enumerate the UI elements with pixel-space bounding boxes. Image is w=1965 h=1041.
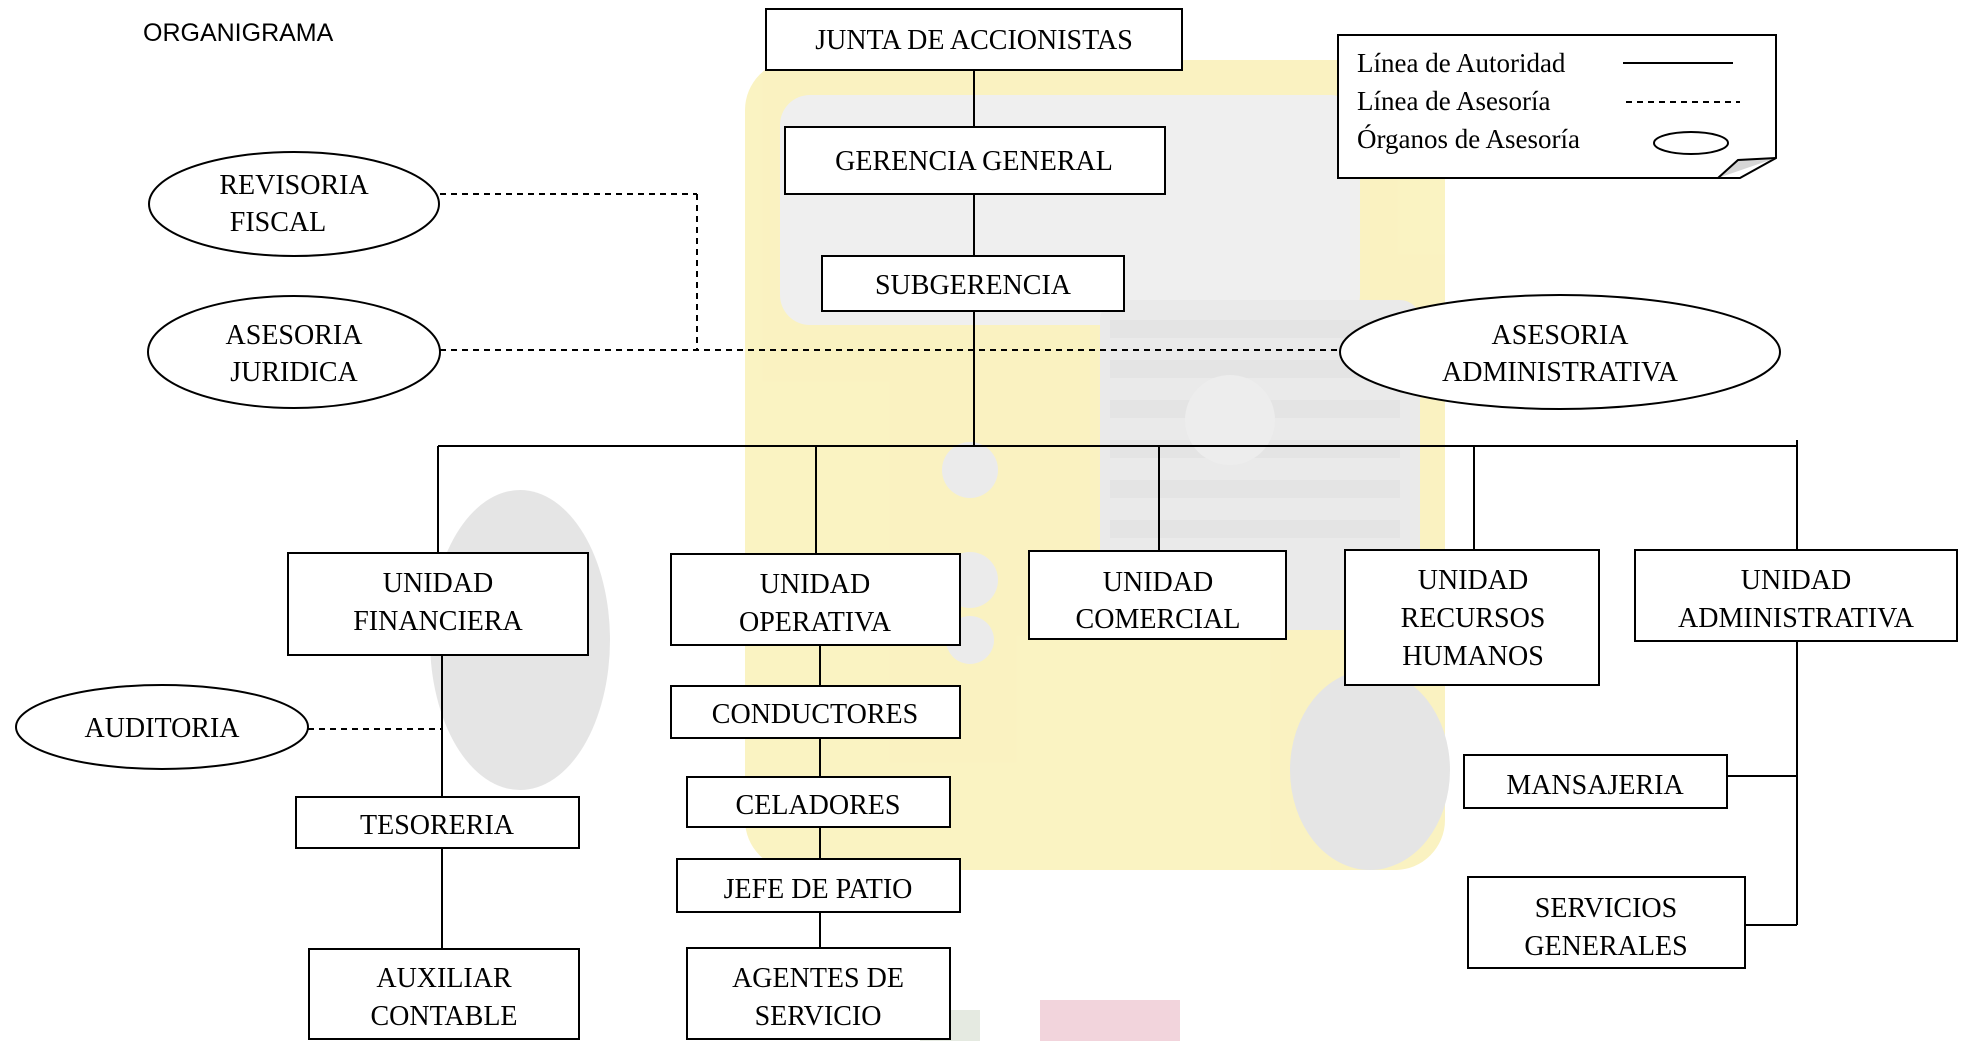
node-unidad-operativa: UNIDAD OPERATIVA [670,553,961,646]
node-servicios-generales: SERVICIOS GENERALES [1467,876,1746,969]
node-unidad-comercial: UNIDAD COMERCIAL [1028,550,1287,640]
asesoria-juridica-line-1: ASESORIA [226,320,364,351]
node-subgerencia: SUBGERENCIA [821,255,1125,312]
node-tesoreria: TESORERIA [295,796,580,849]
advisory-lines [308,193,1342,730]
node-unidad-rrhh: UNIDAD RECURSOS HUMANOS [1344,549,1600,686]
unidad-comercial-line-2: COMERCIAL [1076,604,1241,635]
unidad-operativa-line-1: UNIDAD [760,569,870,600]
node-mansajeria-label: MANSAJERIA [1506,770,1684,801]
node-celadores: CELADORES [686,776,951,828]
unidad-rrhh-line-2: RECURSOS [1401,603,1546,634]
node-gerencia-label: GERENCIA GENERAL [835,146,1113,177]
unidad-rrhh-line-1: UNIDAD [1418,565,1528,596]
node-subgerencia-label: SUBGERENCIA [875,270,1072,301]
node-unidad-financiera: UNIDAD FINANCIERA [287,552,589,656]
node-asesoria-juridica: ASESORIA JURIDICA [147,295,441,409]
node-agentes-servicio: AGENTES DE SERVICIO [686,947,951,1040]
authority-lines [437,70,1798,949]
node-jefe-patio: JEFE DE PATIO [676,858,961,913]
node-gerencia: GERENCIA GENERAL [784,126,1166,195]
node-junta-label: JUNTA DE ACCIONISTAS [815,25,1133,56]
revisoria-line-1: REVISORIA [219,170,369,201]
node-mansajeria: MANSAJERIA [1463,754,1728,809]
unidad-comercial-line-1: UNIDAD [1103,567,1213,598]
unidad-administrativa-line-2: ADMINISTRATIVA [1678,603,1915,634]
node-asesoria-administrativa: ASESORIA ADMINISTRATIVA [1339,294,1781,410]
agentes-servicio-line-2: SERVICIO [755,1001,882,1032]
legend-organos-label: Órganos de Asesoría [1357,124,1580,154]
legend: Línea de Autoridad Línea de Asesoría Órg… [1337,34,1777,179]
unidad-financiera-line-2: FINANCIERA [353,606,523,637]
node-auxiliar-contable: AUXILIAR CONTABLE [308,948,580,1040]
node-auditoria: AUDITORIA [15,684,309,770]
servicios-generales-line-2: GENERALES [1524,931,1687,962]
node-revisoria-fiscal: REVISORIA FISCAL [148,151,440,257]
node-conductores: CONDUCTORES [670,685,961,739]
asesoria-juridica-line-2: JURIDICA [230,357,358,388]
node-celadores-label: CELADORES [736,790,901,821]
node-auditoria-label: AUDITORIA [84,713,240,744]
node-junta: JUNTA DE ACCIONISTAS [765,8,1183,71]
auxiliar-contable-line-2: CONTABLE [370,1001,517,1032]
agentes-servicio-line-1: AGENTES DE [732,963,904,994]
legend-asesoria-label: Línea de Asesoría [1357,86,1550,116]
asesoria-administrativa-line-1: ASESORIA [1492,320,1630,351]
unidad-operativa-line-2: OPERATIVA [739,607,892,638]
page-title: ORGANIGRAMA [143,19,334,47]
node-conductores-label: CONDUCTORES [712,699,918,730]
unidad-administrativa-line-1: UNIDAD [1741,565,1851,596]
asesoria-administrativa-line-2: ADMINISTRATIVA [1442,357,1679,388]
auxiliar-contable-line-1: AUXILIAR [376,963,512,994]
revisoria-line-2: FISCAL [230,207,326,238]
node-tesoreria-label: TESORERIA [360,810,515,841]
unidad-financiera-line-1: UNIDAD [383,568,493,599]
legend-autoridad-label: Línea de Autoridad [1357,48,1566,78]
unidad-rrhh-line-3: HUMANOS [1402,641,1544,672]
legend-ellipse-icon [1653,131,1729,155]
node-jefe-patio-label: JEFE DE PATIO [724,874,913,905]
servicios-generales-line-1: SERVICIOS [1535,893,1677,924]
node-unidad-administrativa: UNIDAD ADMINISTRATIVA [1634,549,1958,642]
